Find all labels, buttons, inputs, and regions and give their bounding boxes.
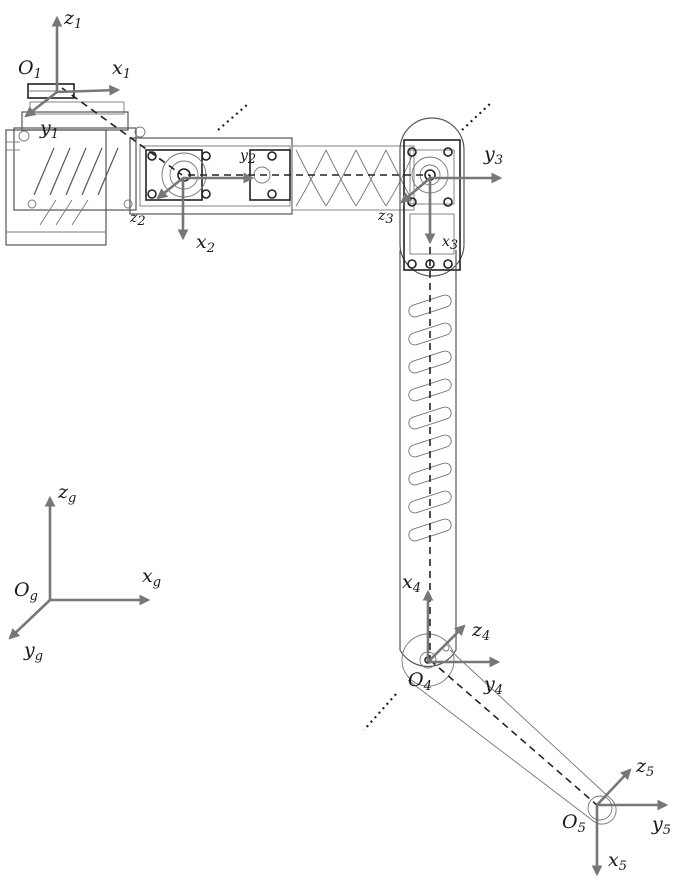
frame-global: zg Og xg yg [8, 481, 161, 664]
frame-5: z5 y5 O5 x5 [562, 755, 671, 877]
z3-label: z3 [377, 208, 394, 227]
z1-label: z1 [63, 7, 82, 32]
base-servo-ribs [33, 147, 119, 226]
frame-3: y3 z3 x3 [377, 143, 503, 253]
x4-label: x4 [402, 571, 421, 596]
forearm-link [399, 250, 457, 687]
forearm-slots [408, 294, 452, 542]
O4-label: O4 [408, 669, 432, 694]
Og-label: Og [14, 579, 38, 604]
zg-label: zg [57, 481, 76, 506]
y1-label: y1 [39, 117, 59, 142]
z2-label: z2 [129, 210, 146, 229]
link-3-lattice-beam [291, 145, 415, 211]
z5-label: z5 [635, 755, 654, 780]
y3-label: y3 [483, 143, 503, 168]
z2-axis-arrow [156, 176, 184, 200]
frame-1: z1 O1 x1 y1 [18, 7, 131, 142]
base-servo-body [5, 83, 146, 246]
end-link [407, 649, 617, 825]
x5-label: x5 [608, 849, 627, 874]
x1-axis-arrow [56, 84, 121, 96]
xg-label: xg [142, 565, 161, 590]
yg-label: yg [23, 639, 43, 664]
y5-label: y5 [651, 813, 671, 838]
O5-label: O5 [562, 811, 586, 836]
z4-label: z4 [471, 619, 490, 644]
x2-label: x2 [196, 231, 215, 256]
z5-axis-arrow [596, 768, 632, 806]
frame-4: x4 y4 z4 O4 [402, 571, 503, 698]
z4-axis-arrow [427, 624, 466, 663]
frame-2: x2 y2 z2 [129, 148, 256, 256]
y4-label: y4 [483, 673, 503, 698]
O1-label: O1 [18, 57, 42, 82]
y2-label: y2 [239, 148, 256, 167]
yg-axis-arrow [8, 599, 51, 640]
kinematic-chain [61, 87, 599, 807]
z3-axis-arrow [400, 177, 431, 204]
x3-label: x3 [442, 234, 458, 253]
y1-axis-arrow [24, 90, 58, 118]
link-2-housing [129, 137, 293, 215]
x1-label: x1 [112, 57, 131, 82]
